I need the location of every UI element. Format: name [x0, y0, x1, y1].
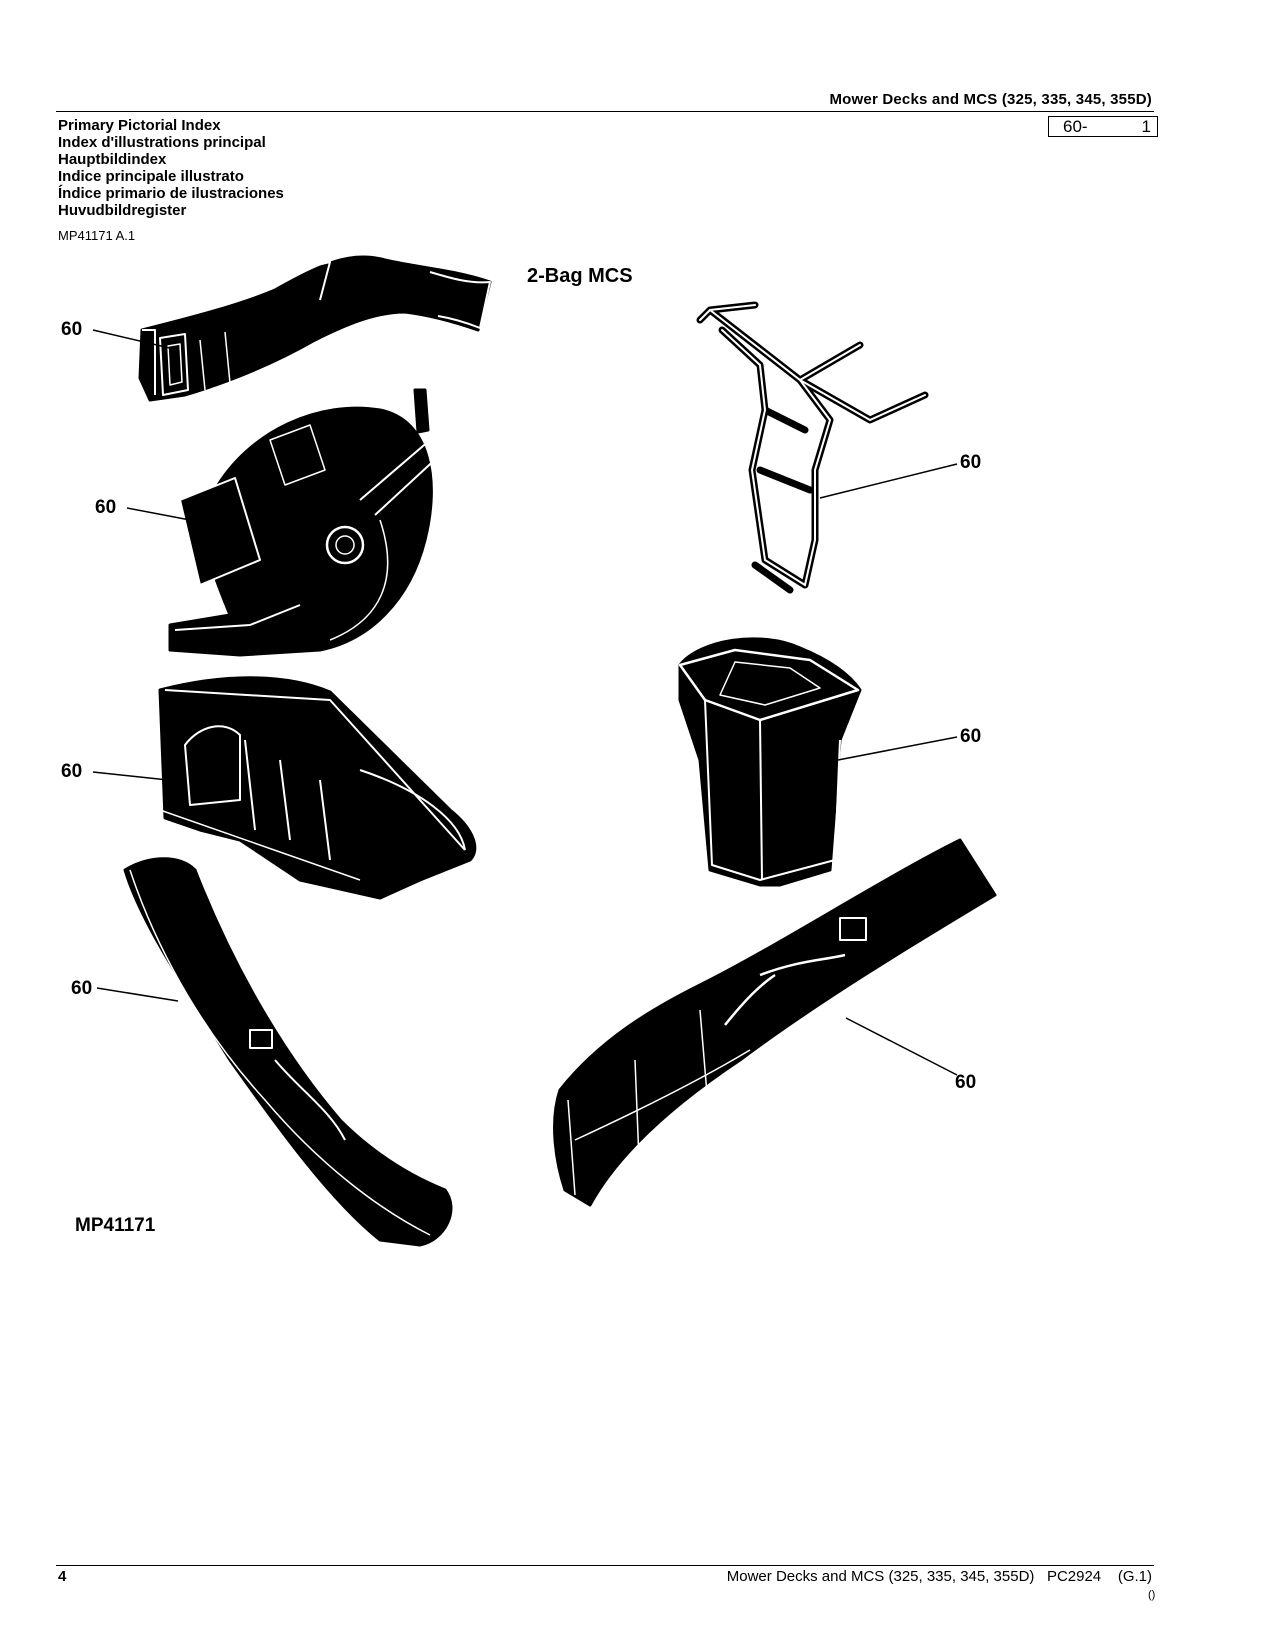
callout-label: 60 — [960, 452, 981, 473]
left-tube-part — [123, 857, 453, 1247]
footer-version: (G.1) — [1117, 1568, 1152, 1585]
index-title: Hauptbildindex — [58, 151, 167, 168]
page-index-number: 1 — [1141, 117, 1151, 136]
footer-page-number: 4 — [58, 1568, 67, 1585]
index-title: Huvudbildregister — [58, 202, 187, 219]
image-id-label: MP41171 — [75, 1215, 156, 1236]
bag-frame-inner — [699, 304, 926, 587]
collection-bag-part — [678, 637, 862, 887]
header-title: Mower Decks and MCS (325, 335, 345, 355D… — [829, 91, 1152, 108]
illustration-caption: 2-Bag MCS — [527, 265, 633, 287]
index-title-list: Primary Pictorial Index Index d'illustra… — [58, 117, 284, 219]
page-number-box: 60- 1 — [1048, 116, 1158, 137]
section-number: 60- — [1063, 117, 1088, 136]
footer-doc-title: Mower Decks and MCS (325, 335, 345, 355D… — [726, 1568, 1035, 1585]
callout-label: 60 — [95, 497, 116, 518]
index-title: Primary Pictorial Index — [58, 117, 221, 134]
chute-part — [138, 255, 492, 402]
footer-title: Mower Decks and MCS (325, 335, 345, 355D… — [600, 1568, 1152, 1585]
bagger-hood-part — [158, 676, 477, 900]
blower-housing-part — [168, 388, 461, 657]
figure-reference: MP41171 A.1 — [58, 228, 136, 243]
callout-label: 60 — [61, 761, 82, 782]
callout-label: 60 — [61, 319, 82, 340]
header-rule — [56, 111, 1154, 112]
right-tube-part — [553, 838, 997, 1207]
index-title: Índice primario de ilustraciones — [58, 185, 284, 202]
footer-rule — [56, 1565, 1154, 1566]
index-title: Indice principale illustrato — [58, 168, 244, 185]
callout-label: 60 — [960, 726, 981, 747]
leader-lines — [92, 329, 958, 1076]
index-title: Index d'illustrations principal — [58, 134, 266, 151]
parts-illustration: 2-Bag MCS — [61, 255, 997, 1247]
callout-label: 60 — [955, 1072, 976, 1093]
footer-pc-number: PC2924 — [1046, 1568, 1102, 1585]
callout-label: 60 — [71, 978, 92, 999]
footer-mark: () — [1148, 1589, 1156, 1601]
